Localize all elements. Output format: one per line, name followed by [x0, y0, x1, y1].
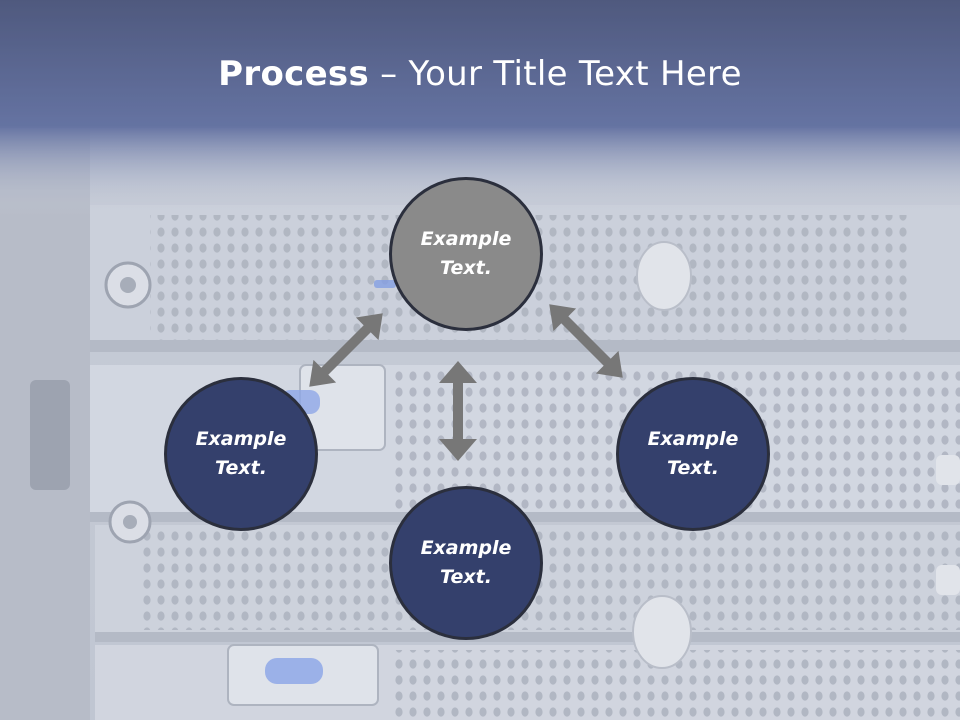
process-node-left-label: Example Text.	[195, 428, 287, 479]
process-node-bottom[interactable]: Example Text.	[389, 486, 543, 640]
process-node-left[interactable]: Example Text.	[164, 377, 318, 531]
double-arrow-vertical	[439, 361, 477, 461]
double-arrow-top-left	[309, 313, 383, 387]
title-rest-part: – Your Title Text Here	[369, 54, 742, 94]
title-bold-part: Process	[218, 54, 370, 94]
slide-title: Process – Your Title Text Here	[0, 52, 960, 96]
process-node-top-label: Example Text.	[420, 228, 512, 279]
process-node-right[interactable]: Example Text.	[616, 377, 770, 531]
double-arrow-top-right	[549, 304, 623, 378]
process-node-right-label: Example Text.	[647, 428, 739, 479]
process-node-top[interactable]: Example Text.	[389, 177, 543, 331]
process-node-bottom-label: Example Text.	[420, 537, 512, 588]
